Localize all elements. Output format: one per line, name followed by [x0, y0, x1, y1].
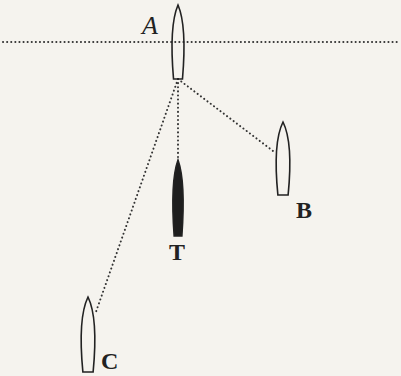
sight-line [178, 79, 275, 152]
boat-label: T [168, 240, 186, 264]
boat-label: B [295, 198, 313, 222]
boat-hull [173, 160, 183, 236]
boat: C [80, 297, 96, 372]
boat-outline [172, 160, 184, 236]
boat-outline [275, 122, 291, 195]
boat-hull [81, 297, 95, 372]
boat: T [172, 160, 184, 236]
boat-outline [80, 297, 96, 372]
boat-label: A [141, 13, 159, 39]
sight-line [177, 79, 179, 160]
boat: B [275, 122, 291, 195]
dotted-line [3, 41, 398, 43]
boat-outline [171, 5, 185, 79]
sight-line [96, 79, 178, 312]
boat: A [171, 5, 185, 79]
boat-label: C [100, 349, 119, 373]
boat-hull [276, 122, 290, 195]
boat-hull [172, 5, 184, 79]
